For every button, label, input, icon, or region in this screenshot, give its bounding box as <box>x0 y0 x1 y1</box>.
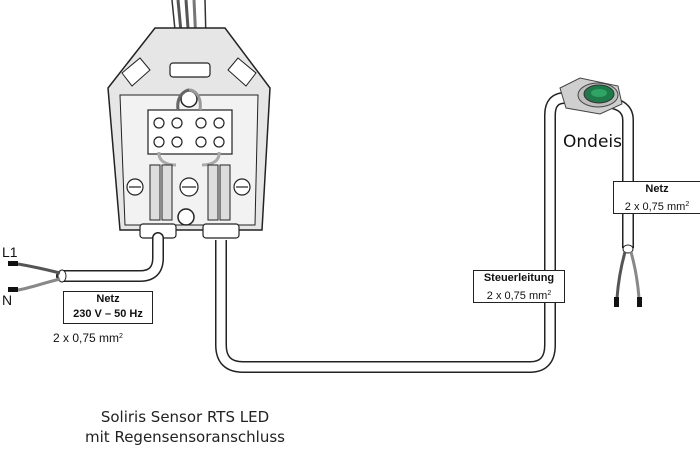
wire-label-l1: L1 <box>2 244 18 260</box>
control-label-spec: 2 x 0,75 mm2 <box>474 286 564 304</box>
sensor-power-label-spec-text: 2 x 0,75 mm <box>624 201 686 213</box>
power-cable-spec-text: 2 x 0,75 mm <box>53 331 120 345</box>
wire-label-n: N <box>2 292 13 308</box>
sensor-head <box>559 77 623 115</box>
power-cable <box>8 232 164 292</box>
sensor-power-label-box: Netz 2 x 0,75 mm2 <box>613 181 700 214</box>
sensor-power-label-spec-sup: 2 <box>685 201 690 208</box>
power-cable-spec-sup: 2 <box>119 333 123 340</box>
caption-line-1: Soliris Sensor RTS LED <box>100 408 270 426</box>
caption-line-2: mit Regensensoranschluss <box>85 428 285 446</box>
sensor-power-label-spec: 2 x 0,75 mm2 <box>614 197 700 215</box>
diagram-caption: Soliris Sensor RTS LED mit Regensensoran… <box>60 407 310 447</box>
sensor-power-label-title: Netz <box>645 183 669 195</box>
sensor-name-label: Ondeis <box>563 132 622 152</box>
control-cable <box>215 92 566 373</box>
control-label-spec-sup: 2 <box>547 290 552 297</box>
power-label-box: Netz 230 V – 50 Hz <box>63 291 153 324</box>
control-label-spec-text: 2 x 0,75 mm <box>486 290 548 302</box>
power-cable-spec: 2 x 0,75 mm2 <box>53 331 123 345</box>
power-label-title: Netz <box>96 293 120 305</box>
receiver-housing <box>107 27 271 239</box>
control-label-box: Steuerleitung 2 x 0,75 mm2 <box>473 270 565 303</box>
control-label-title: Steuerleitung <box>483 272 555 284</box>
power-label-voltage: 230 V – 50 Hz <box>73 308 143 320</box>
